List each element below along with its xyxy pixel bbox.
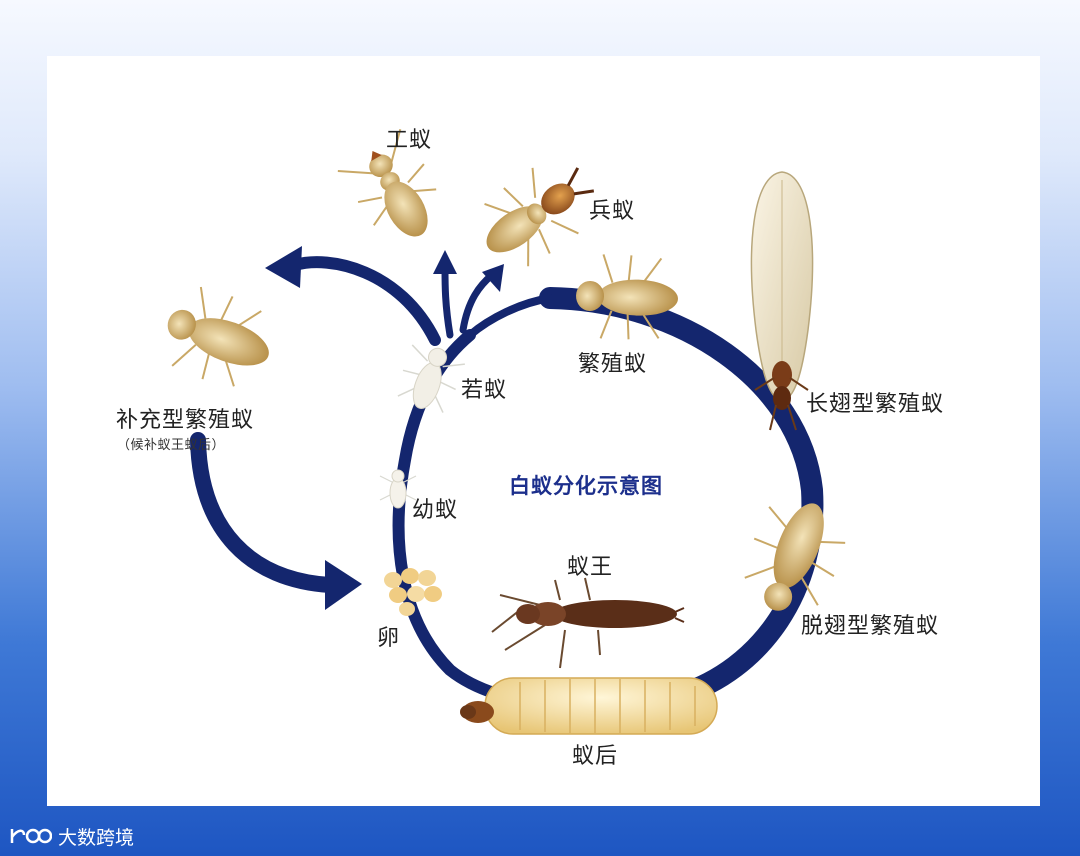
label-queen: 蚁后 xyxy=(572,738,618,770)
egg-cluster-image xyxy=(384,568,442,616)
larva-termite-image xyxy=(380,470,416,508)
soldier-termite-image xyxy=(465,147,608,281)
label-soldier: 兵蚁 xyxy=(589,193,635,225)
label-reproductive: 繁殖蚁 xyxy=(578,346,647,378)
label-king: 蚁王 xyxy=(567,549,613,581)
supplementary-to-egg-arrow xyxy=(198,440,362,610)
label-larva: 幼蚁 xyxy=(412,492,458,524)
nymph-to-worker-arrow xyxy=(433,250,457,335)
label-supplementary-reproductive: 补充型繁殖蚁 xyxy=(116,402,254,434)
brand-name: 大数跨境 xyxy=(58,823,134,850)
queen-termite-image xyxy=(460,678,717,734)
brand-logo-icon xyxy=(8,825,52,847)
footer-brand: 大数跨境 xyxy=(8,822,134,850)
king-termite-image xyxy=(492,578,684,668)
diagram-title: 白蚁分化示意图 xyxy=(509,470,663,500)
label-worker: 工蚁 xyxy=(386,122,432,154)
supplementary-reproductive-termite-image xyxy=(154,279,284,398)
nymph-to-supplementary-arrow xyxy=(265,246,435,340)
label-dealate-reproductive: 脱翅型繁殖蚁 xyxy=(801,608,939,640)
label-nymph: 若蚁 xyxy=(461,372,507,404)
label-winged-reproductive: 长翅型繁殖蚁 xyxy=(806,386,944,418)
label-egg: 卵 xyxy=(377,620,400,652)
label-supplementary-note: （候补蚁王蚁后） xyxy=(117,434,225,453)
